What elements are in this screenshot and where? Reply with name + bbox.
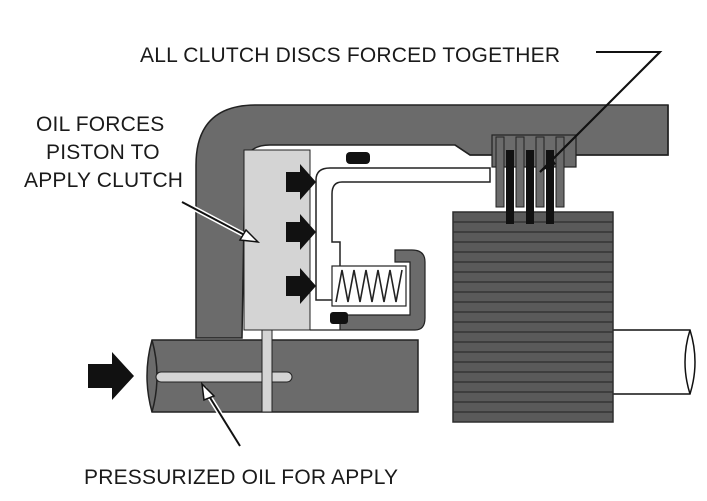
- piston-outer-seal: [346, 152, 370, 164]
- input-oil-arrow: [88, 352, 134, 400]
- pressure-arrow: [286, 164, 316, 200]
- friction-disc: [506, 150, 514, 224]
- output-shaft: [599, 329, 696, 395]
- oil-passage: [155, 329, 293, 413]
- label-piston-line3: APPLY CLUTCH: [24, 169, 183, 192]
- label-pressurized-oil: PRESSURIZED OIL FOR APPLY: [84, 466, 398, 489]
- clutch-hub: [452, 211, 614, 423]
- leader-piston: [181, 201, 255, 241]
- friction-disc: [526, 150, 534, 224]
- label-clutch-discs: ALL CLUTCH DISCS FORCED TOGETHER: [140, 44, 560, 67]
- pressure-arrow: [286, 268, 316, 304]
- piston-inner-seal: [330, 312, 348, 324]
- label-piston-line2: PISTON TO: [46, 141, 160, 164]
- leader-lines: [180, 51, 663, 448]
- label-piston-line1: OIL FORCES: [36, 113, 164, 136]
- oil-pressure-arrows: [88, 164, 316, 400]
- return-spring-retainer: [310, 249, 426, 331]
- return-spring: [331, 265, 407, 307]
- pressure-arrow: [286, 214, 316, 250]
- friction-disc: [546, 150, 554, 224]
